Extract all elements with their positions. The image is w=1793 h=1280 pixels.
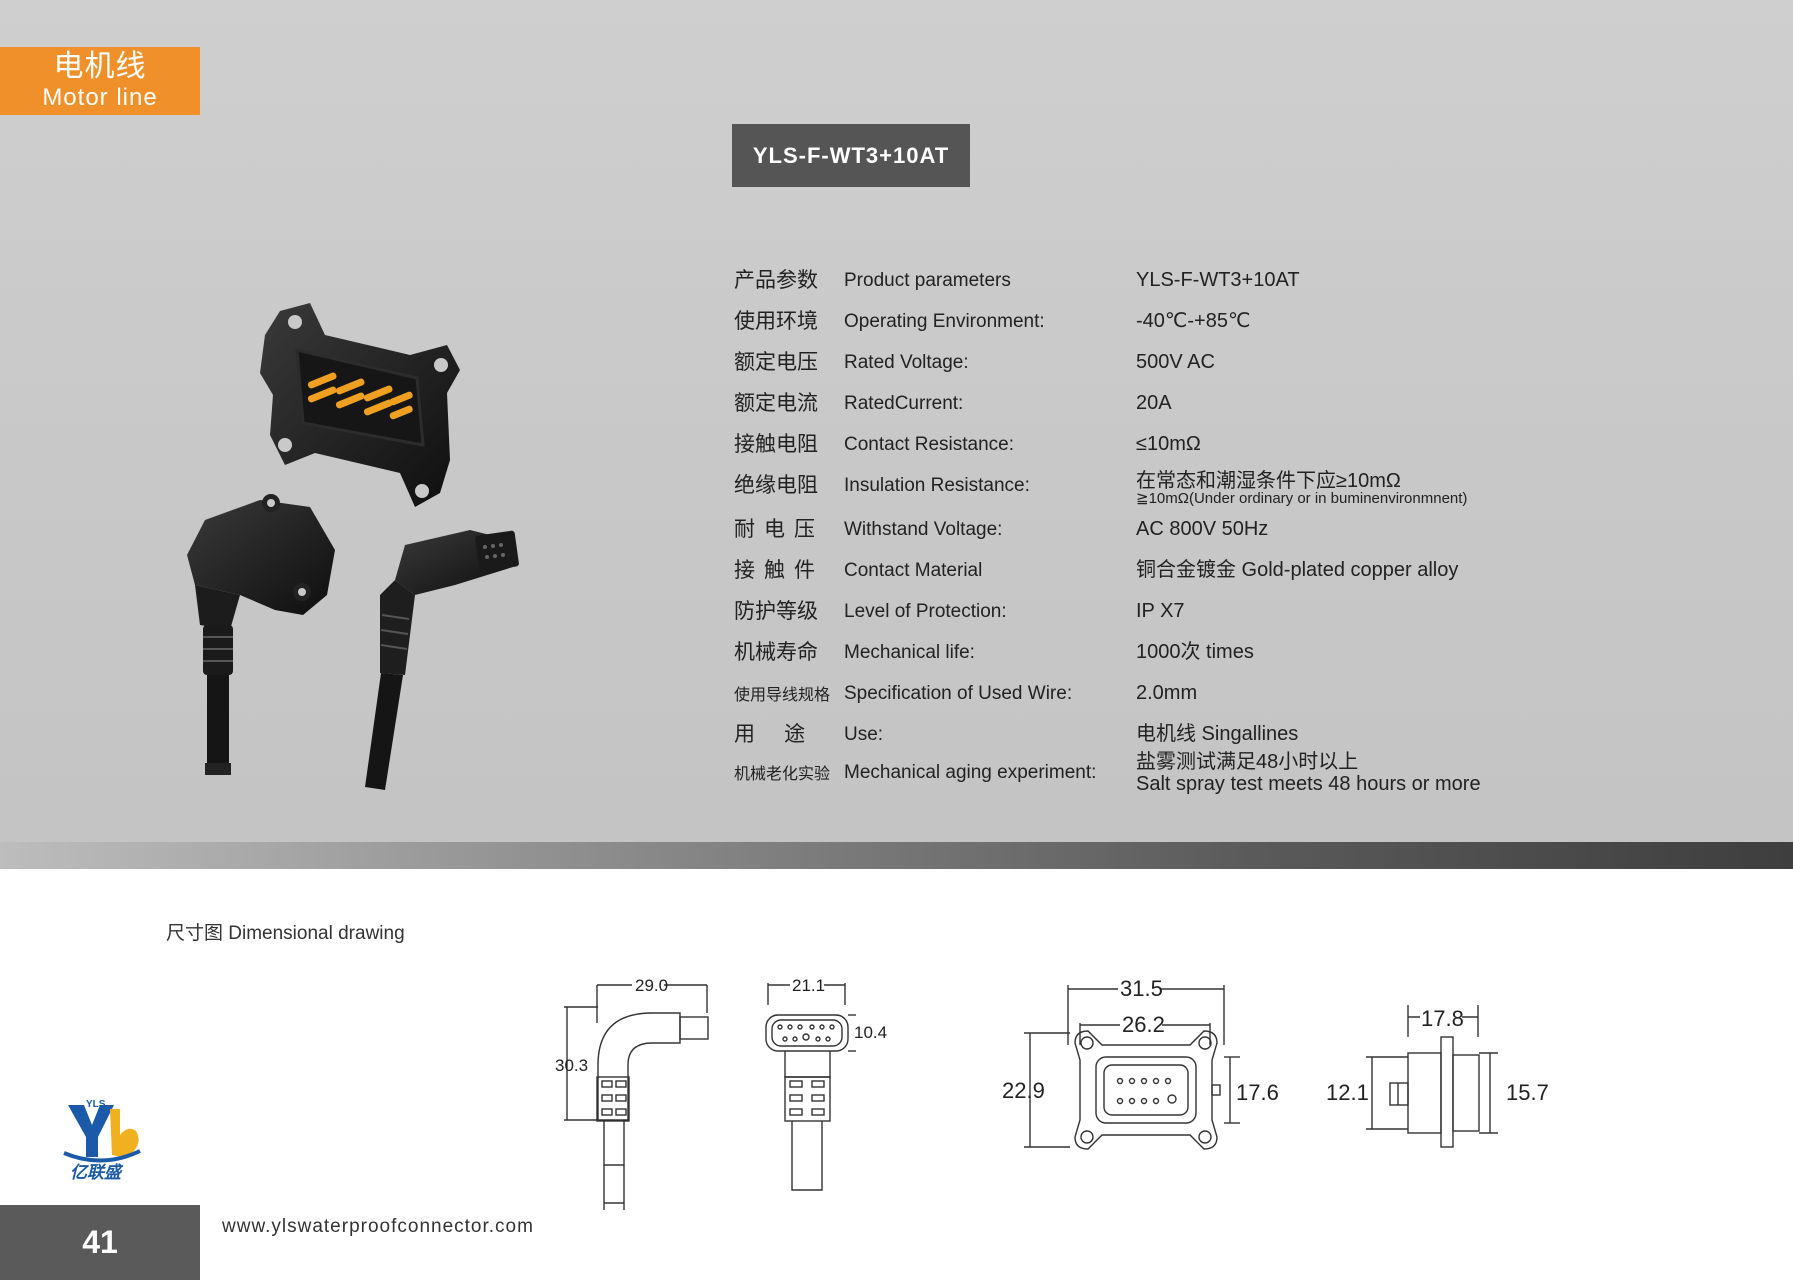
spec-cn-label: 额定电压 (734, 351, 818, 374)
spec-value: 500V AC (1136, 351, 1215, 373)
spec-cn-label: 绝缘电阻 (734, 474, 818, 497)
dim-label: 29.0 (635, 976, 668, 995)
spec-cn-label: 接触件 (734, 559, 824, 582)
spec-en-label: Mechanical aging experiment: (844, 762, 1097, 783)
plug-front-drawing (765, 977, 856, 1191)
dimensional-drawings: 29.0 30.3 21.1 10.4 (555, 975, 1549, 1210)
spec-row-withstand-voltage: 耐电压 Withstand Voltage: AC 800V 50Hz (0, 511, 1793, 551)
spec-value: YLS-F-WT3+10AT (1136, 269, 1300, 291)
spec-cn-label: 使用环境 (734, 310, 818, 333)
socket-front-drawing (1024, 975, 1240, 1150)
category-en: Motor line (42, 84, 158, 111)
dim-label: 30.3 (555, 1056, 588, 1075)
dim-label: 10.4 (854, 1023, 887, 1042)
spec-en-label: Specification of Used Wire: (844, 683, 1073, 704)
spec-value-secondary: ≧10mΩ(Under ordinary or in buminenvironm… (1136, 490, 1468, 507)
spec-value: ≤10mΩ (1136, 433, 1201, 455)
divider-band (0, 842, 1793, 869)
spec-value: 铜合金镀金 Gold-plated copper alloy (1136, 559, 1459, 581)
spec-en-label: Level of Protection: (844, 601, 1007, 622)
spec-en-label: Operating Environment: (844, 311, 1045, 332)
spec-value: 1000次 times (1136, 641, 1254, 663)
spec-cn-label: 用 途 (734, 723, 806, 746)
spec-row-insulation-resistance: 绝缘电阻 Insulation Resistance: 在常态和潮湿条件下应≥1… (0, 467, 1793, 507)
dim-label: 31.5 (1120, 976, 1163, 1001)
spec-row-aging-experiment: 机械老化实验 Mechanical aging experiment: 盐雾测试… (0, 751, 1793, 795)
spec-value: 盐雾测试满足48小时以上 (1136, 751, 1359, 773)
spec-cn-label: 接触电阻 (734, 433, 818, 456)
spec-cn-label: 防护等级 (734, 600, 818, 623)
dim-label: 21.1 (792, 976, 825, 995)
product-photo (187, 303, 519, 790)
spec-value: 在常态和潮湿条件下应≥10mΩ (1136, 470, 1401, 492)
spec-row-contact-material: 接触件 Contact Material 铜合金镀金 Gold-plated c… (0, 552, 1793, 592)
website-link[interactable]: www.ylswaterproofconnector.com (222, 1216, 534, 1237)
spec-cn-label: 耐电压 (734, 518, 824, 541)
category-cn: 电机线 (53, 50, 147, 83)
spec-cn-label: 产品参数 (734, 269, 818, 292)
model-badge: YLS-F-WT3+10AT (732, 124, 970, 187)
spec-row-rated-voltage: 额定电压 Rated Voltage: 500V AC (0, 344, 1793, 384)
spec-value: -40℃-+85℃ (1136, 310, 1251, 332)
spec-value: 2.0mm (1136, 682, 1198, 704)
spec-en-label: Withstand Voltage: (844, 519, 1003, 540)
spec-row-product-parameters: 产品参数 Product parameters YLS-F-WT3+10AT (0, 262, 1793, 302)
spec-cn-label: 使用导线规格 (734, 687, 831, 704)
spec-row-mechanical-life: 机械寿命 Mechanical life: 1000次 times (0, 634, 1793, 674)
category-tab: 电机线 Motor line (0, 47, 200, 115)
side-view-drawing (564, 977, 709, 1210)
spec-row-contact-resistance: 接触电阻 Contact Resistance: ≤10mΩ (0, 426, 1793, 466)
spec-value-secondary: Salt spray test meets 48 hours or more (1136, 773, 1481, 795)
dim-label: 12.1 (1326, 1080, 1369, 1105)
left-cable-image (187, 494, 335, 775)
flange-connector-image (260, 303, 460, 507)
brand-name: 亿联盛 (70, 1163, 121, 1182)
dim-label: 15.7 (1506, 1080, 1549, 1105)
spec-en-label: Rated Voltage: (844, 352, 969, 373)
company-logo: YLS (63, 1099, 141, 1163)
spec-row-use: 用 途 Use: 电机线 Singallines (0, 716, 1793, 756)
spec-value: IP X7 (1136, 600, 1185, 622)
spec-en-label: Mechanical life: (844, 642, 975, 663)
spec-en-label: Contact Resistance: (844, 434, 1015, 455)
spec-cn-label: 机械寿命 (734, 641, 818, 664)
dim-label: 26.2 (1122, 1012, 1165, 1037)
spec-en-label: Contact Material (844, 560, 983, 581)
dim-label: 17.8 (1421, 1006, 1464, 1031)
spec-row-rated-current: 额定电流 RatedCurrent: 20A (0, 385, 1793, 425)
dim-label: 17.6 (1236, 1080, 1279, 1105)
dimensional-drawing-title: 尺寸图 Dimensional drawing (166, 923, 405, 944)
socket-side-drawing (1366, 1005, 1498, 1148)
spec-en-label: RatedCurrent: (844, 393, 964, 414)
logo-text: YLS (86, 1099, 106, 1110)
right-cable-image (365, 530, 519, 790)
dim-label: 22.9 (1002, 1078, 1045, 1103)
spec-cn-label: 机械老化实验 (734, 766, 831, 783)
page-number: 41 (0, 1205, 200, 1280)
spec-value: 电机线 Singallines (1136, 723, 1299, 745)
spec-value: 20A (1136, 392, 1172, 414)
spec-row-wire-spec: 使用导线规格 Specification of Used Wire: 2.0mm (0, 675, 1793, 715)
spec-cn-label: 额定电流 (734, 392, 818, 415)
spec-en-label: Use: (844, 724, 884, 745)
spec-row-protection-level: 防护等级 Level of Protection: IP X7 (0, 593, 1793, 633)
spec-en-label: Insulation Resistance: (844, 475, 1030, 496)
spec-value: AC 800V 50Hz (1136, 518, 1269, 540)
spec-row-operating-environment: 使用环境 Operating Environment: -40℃-+85℃ (0, 303, 1793, 343)
spec-en-label: Product parameters (844, 270, 1011, 291)
